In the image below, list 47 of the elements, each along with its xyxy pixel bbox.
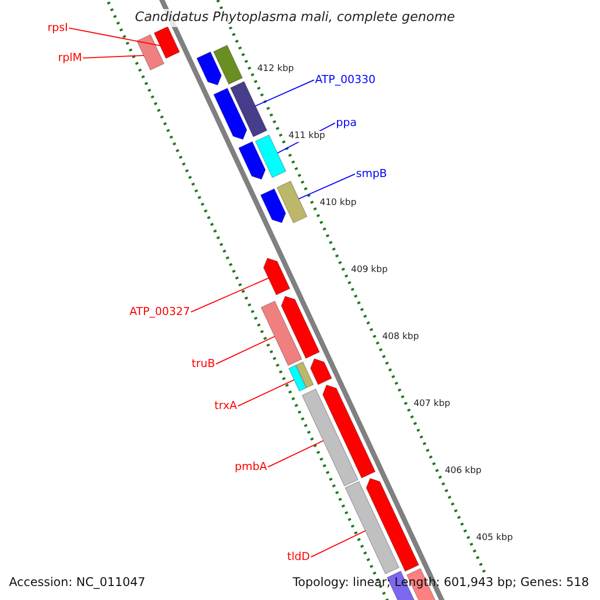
gene-block <box>260 300 302 366</box>
scale-label: 411 kbp <box>288 130 326 142</box>
scale-label: 406 kbp <box>444 466 482 478</box>
gene-block <box>238 141 266 180</box>
gene-block <box>310 358 332 386</box>
gene-label: rpsI <box>48 20 68 34</box>
gene-block <box>230 80 268 138</box>
gene-label: pmbA <box>234 460 267 472</box>
leader-line <box>190 278 269 312</box>
gene-block <box>276 180 308 224</box>
leader-line <box>254 80 314 106</box>
leader-line <box>82 54 144 58</box>
gene-block <box>136 34 165 71</box>
gene-block <box>280 296 320 359</box>
leader-line <box>298 174 356 200</box>
gene-label: rplM <box>58 50 82 64</box>
scale-label: 408 kbp <box>382 332 419 344</box>
gene-block <box>154 26 180 59</box>
gene-block <box>196 51 222 86</box>
gene-label: trxA <box>214 398 237 412</box>
gene-label: truB <box>192 356 215 370</box>
gene-label: ATP_00327 <box>129 304 190 318</box>
leader-line <box>68 28 161 46</box>
scale-label: 407 kbp <box>414 399 450 410</box>
gene-label: smpB <box>356 166 387 180</box>
scale-label: 405 kbp <box>476 533 513 544</box>
gene-block <box>302 388 359 487</box>
gene-label: ppa <box>336 116 357 128</box>
gene-block <box>260 188 286 224</box>
leader-line <box>238 379 295 406</box>
gene-block <box>366 478 420 572</box>
gene-label: ATP_00330 <box>315 72 376 86</box>
gene-block <box>213 88 248 140</box>
gene-block <box>263 258 290 296</box>
gene-block <box>296 361 314 388</box>
gene-label: tldD <box>287 550 310 562</box>
scale-label: 409 kbp <box>351 265 388 276</box>
scale-label: 412 kbp <box>257 64 294 75</box>
gene-block <box>288 364 307 392</box>
leader-line <box>310 530 366 558</box>
gene-block <box>213 44 243 85</box>
gene-block <box>254 134 286 178</box>
leader-line <box>268 440 324 468</box>
scale-label: 410 kbp <box>320 198 356 209</box>
leader-line <box>216 336 276 364</box>
gene-block <box>322 384 376 478</box>
gene-block <box>344 480 400 574</box>
